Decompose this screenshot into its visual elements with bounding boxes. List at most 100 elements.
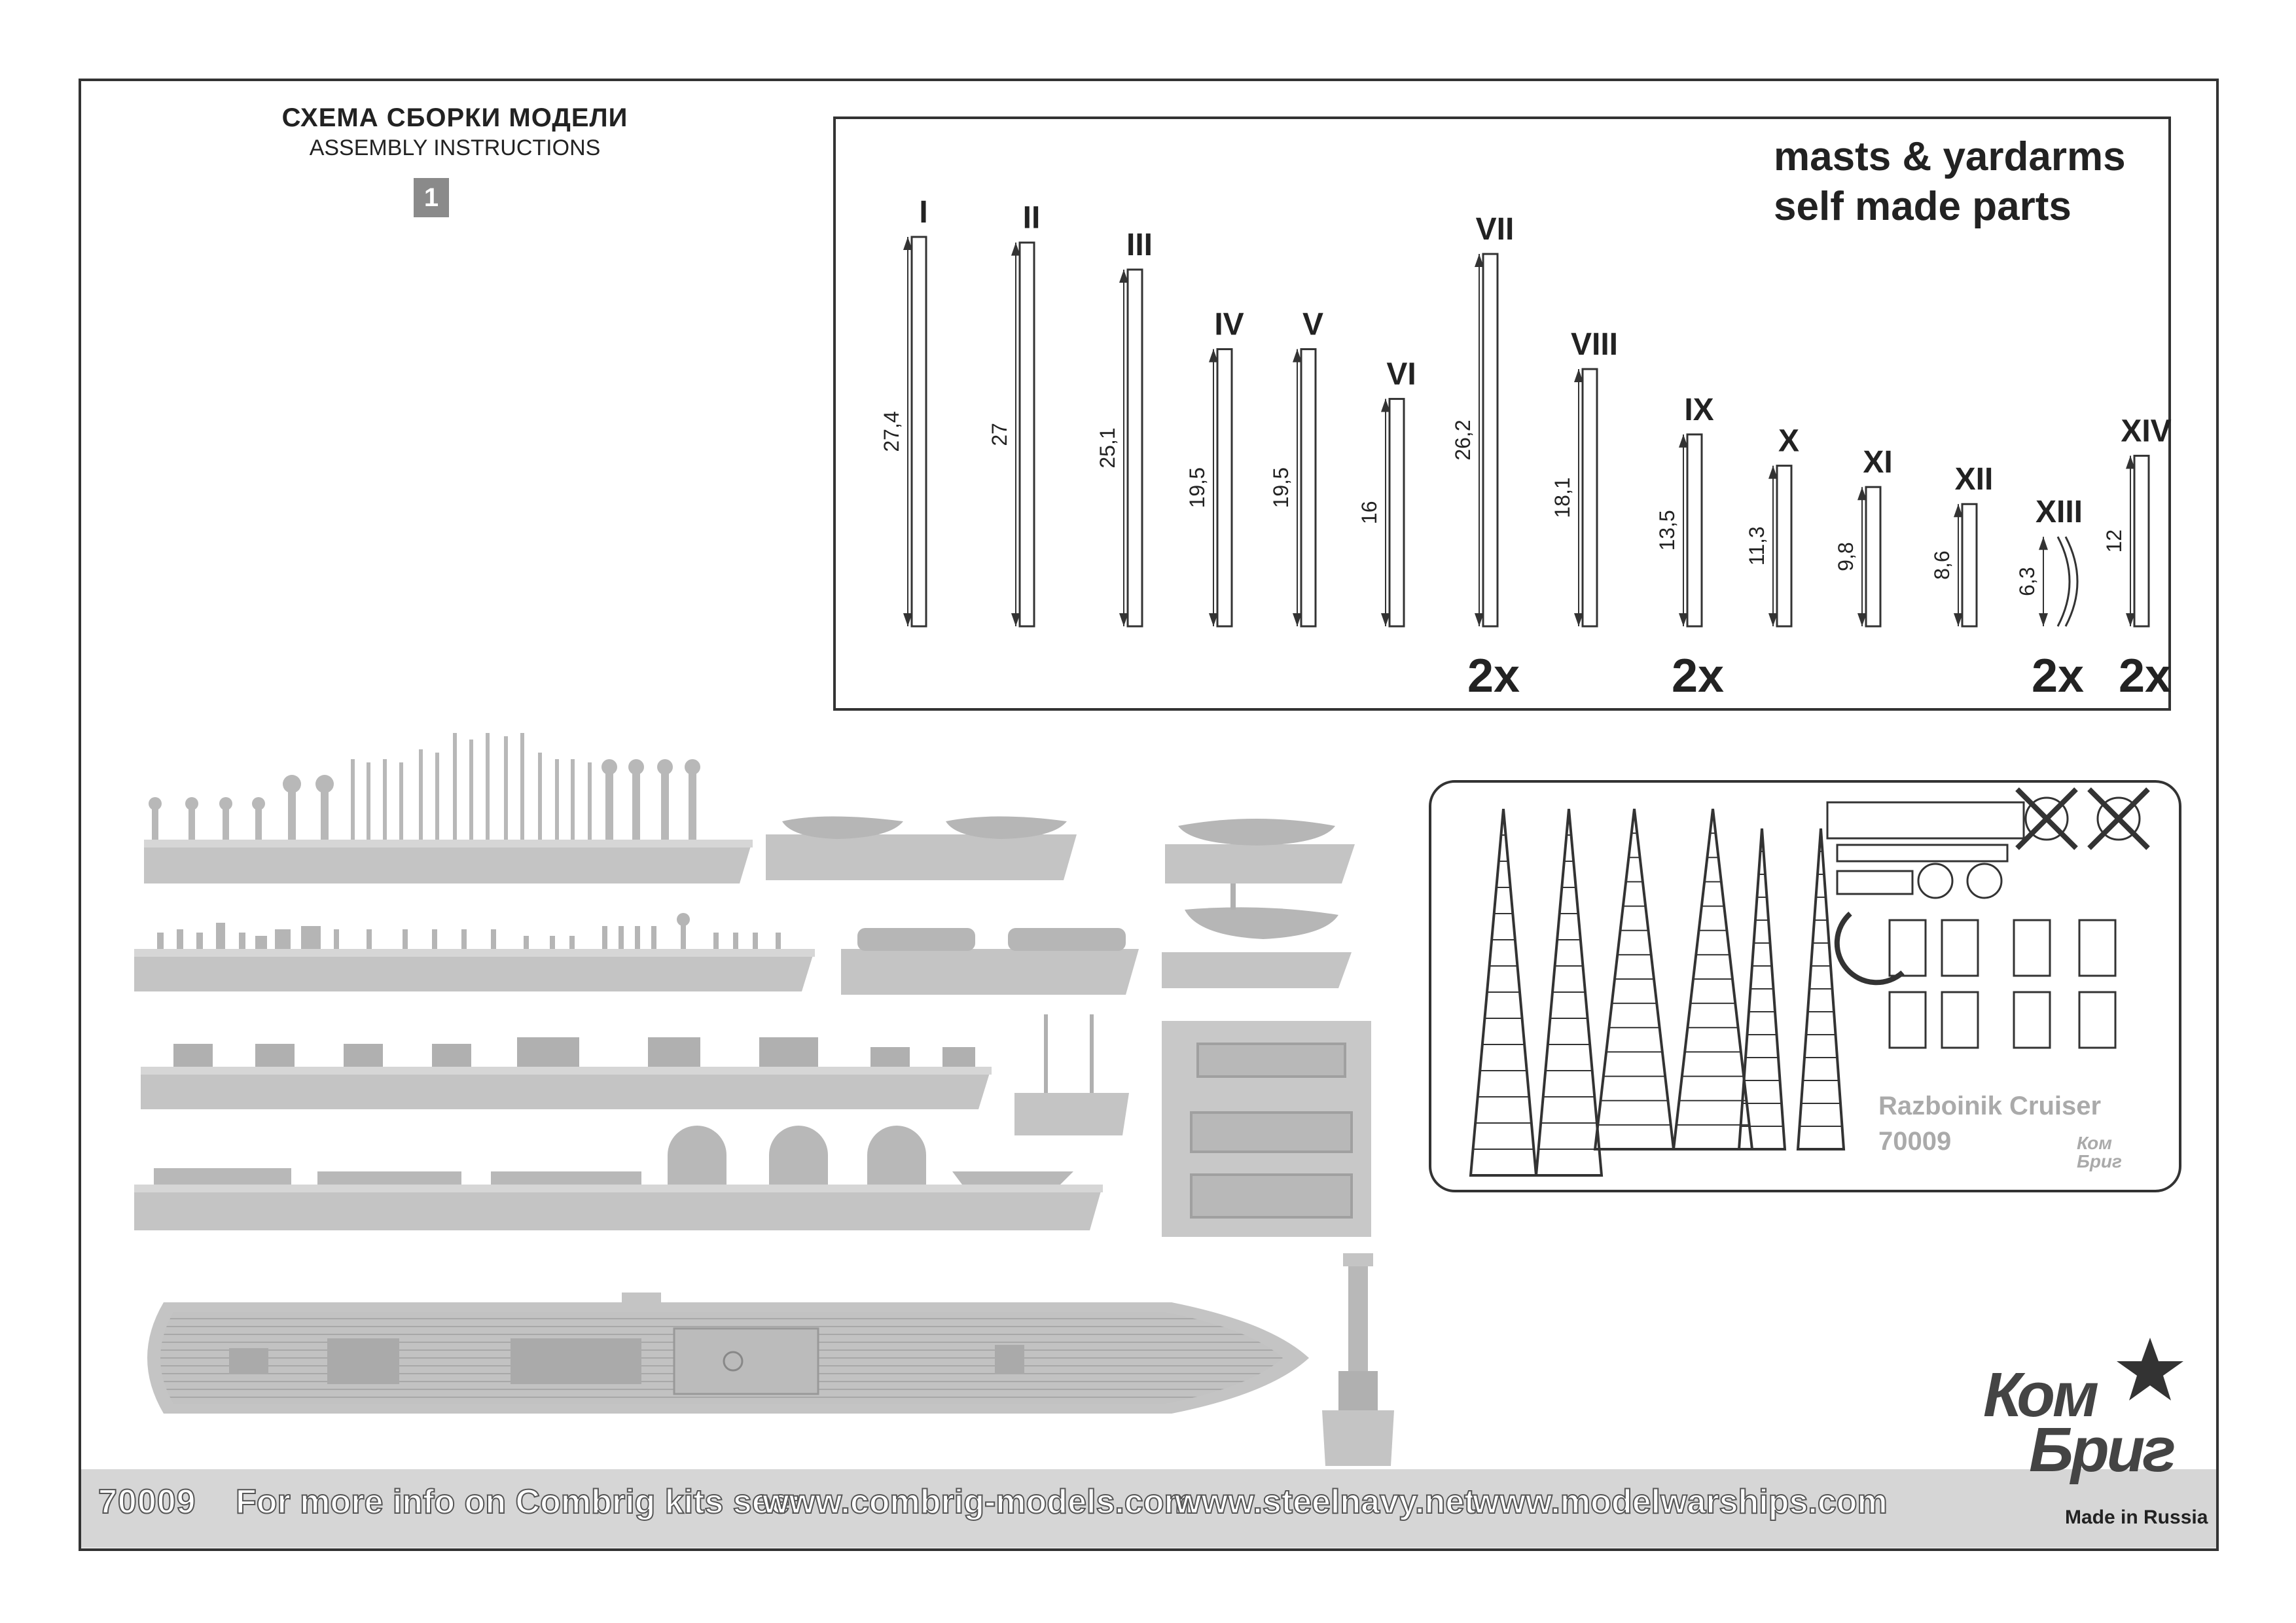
- mast-part-iii: [1126, 268, 1143, 628]
- mast-label-iii: III: [1126, 228, 1153, 262]
- star-logo-icon: [2117, 1338, 2183, 1400]
- mast-label-vii: VII: [1476, 212, 1515, 247]
- mast-length-x: 11,3: [1745, 526, 1768, 565]
- ladder-part-3: [2013, 919, 2051, 977]
- railing-strip-3: [1836, 870, 1914, 895]
- sprue-pole-pair: [1014, 1014, 1129, 1135]
- brand-line1: Ком: [1983, 1360, 2099, 1430]
- masts-title: masts & yardarms self made parts: [1774, 132, 2126, 232]
- footer-link-combrig[interactable]: www.combrig-models.com: [762, 1482, 1195, 1522]
- dimension-arrow-bottom-iii: [1119, 613, 1128, 626]
- sprue-skylights: [1162, 1021, 1371, 1237]
- ships-wheel-1: [1917, 863, 1954, 899]
- sprue-davits: [144, 733, 753, 883]
- brand-line2: Бриг: [2029, 1415, 2176, 1485]
- arc-part: [1834, 912, 1905, 986]
- header: СХЕМА СБОРКИ МОДЕЛИ ASSEMBLY INSTRUCTION…: [170, 103, 740, 161]
- mast-qty-ix: 2x: [1672, 650, 1724, 702]
- mast-part-xiv: [2133, 454, 2150, 628]
- dimension-arrow-bottom-ix: [1679, 613, 1688, 626]
- sprue-guns: [141, 1037, 992, 1109]
- dimension-arrow-bottom-xiv: [2126, 613, 2135, 626]
- footer-link-steelnavy[interactable]: www.steelnavy.net: [1174, 1482, 1476, 1522]
- photoetch-logo: Ком Бриг: [2077, 1134, 2122, 1171]
- railing-strip-1: [1826, 801, 2025, 840]
- footer-link-modelwarships[interactable]: www.modelwarships.com: [1472, 1482, 1888, 1522]
- dimension-arrow-top-iv: [1209, 349, 1218, 363]
- made-in-russia: Made in Russia: [2065, 1507, 2208, 1528]
- mast-label-xi: XI: [1863, 445, 1892, 480]
- mast-part-x: [1776, 465, 1793, 628]
- masts-title-line2: self made parts: [1774, 184, 2072, 229]
- dimension-arrow-top-vi: [1381, 399, 1390, 412]
- mast-length-xiv: 12: [2102, 529, 2126, 553]
- mast-label-ii: II: [1023, 201, 1041, 236]
- photoetch-logo-line1: Ком: [2077, 1133, 2112, 1153]
- mast-label-iv: IV: [1214, 308, 1244, 342]
- mast-qty-xiv: 2x: [2119, 650, 2171, 702]
- mast-label-vi: VI: [1386, 357, 1416, 392]
- dimension-arrow-top-xiii: [2039, 537, 2048, 550]
- dimension-arrow-top-v: [1293, 349, 1302, 363]
- cross-part-bar: [2087, 787, 2150, 850]
- mast-qty-xiii: 2x: [2032, 650, 2084, 702]
- mast-label-ix: IX: [1684, 393, 1713, 427]
- footer-kit-code: 70009: [98, 1482, 196, 1522]
- mast-length-xi: 9,8: [1834, 542, 1857, 571]
- hull-deck: [147, 1293, 1309, 1414]
- railing-strip-2: [1836, 844, 2009, 863]
- ladder-part-1: [1888, 919, 1927, 977]
- mast-part-v: [1300, 348, 1317, 628]
- page-frame: [79, 79, 2219, 1551]
- mast-length-viii: 18,1: [1551, 477, 1574, 518]
- step-badge: 1: [414, 178, 449, 217]
- photoetch-fret: [1429, 780, 2181, 1192]
- mast-length-ii: 27: [988, 423, 1011, 446]
- masts-title-line1: masts & yardarms: [1774, 134, 2126, 179]
- dimension-arrow-top-i: [903, 237, 912, 250]
- dimension-arrow-bottom-i: [903, 613, 912, 626]
- mast-part-iv: [1216, 348, 1233, 628]
- dimension-arrow-bottom-xiii: [2039, 613, 2048, 626]
- mast-part-xiii: [2056, 536, 2071, 627]
- funnel-part: [1322, 1253, 1394, 1466]
- mast-label-viii: VIII: [1571, 327, 1618, 362]
- mast-length-xii: 8,6: [1930, 550, 1954, 579]
- mast-qty-vii: 2x: [1467, 650, 1520, 702]
- brand-logo: Ком Бриг: [1983, 1364, 2176, 1485]
- footer-bar: [81, 1469, 2216, 1548]
- mast-label-xiii: XIII: [2036, 495, 2083, 529]
- mast-length-vii: 26,2: [1451, 419, 1475, 460]
- title-en: ASSEMBLY INSTRUCTIONS: [309, 135, 601, 160]
- mast-length-iii: 25,1: [1096, 427, 1119, 468]
- ships-wheel-2: [1966, 863, 2003, 899]
- dimension-arrow-top-x: [1768, 465, 1778, 479]
- dimension-arrow-top-xiv: [2126, 455, 2135, 469]
- dimension-arrow-top-ii: [1011, 242, 1020, 256]
- ladder-part-5: [1888, 991, 1927, 1049]
- dimension-arrow-top-iii: [1119, 269, 1128, 283]
- footer-info: For more info on Combrig kits see:: [235, 1482, 802, 1522]
- dimension-arrow-bottom-vi: [1381, 613, 1390, 626]
- photoetch-parts: [1469, 787, 2150, 1177]
- mast-label-xii: XII: [1955, 462, 1994, 497]
- dimension-arrow-top-xii: [1954, 504, 1963, 518]
- sprue-boats: [766, 816, 1355, 995]
- mast-part-xii: [1961, 503, 1978, 628]
- mast-part-i: [910, 236, 927, 628]
- photoetch-name: Razboinik Cruiser: [1878, 1092, 2102, 1120]
- mast-part-vi: [1388, 398, 1405, 628]
- dimension-arrow-bottom-ii: [1011, 613, 1020, 626]
- dimension-arrow-top-ix: [1679, 434, 1688, 448]
- mast-length-i: 27,4: [880, 411, 903, 452]
- title-ru: СХЕМА СБОРКИ МОДЕЛИ: [281, 103, 628, 132]
- cross-part-1: [2024, 796, 2069, 841]
- dimension-arrow-bottom-xi: [1857, 613, 1867, 626]
- mast-label-v: V: [1302, 308, 1323, 342]
- cross-part-2: [2096, 796, 2141, 841]
- dimension-arrow-bottom-v: [1293, 613, 1302, 626]
- dimension-arrow-top-vii: [1475, 254, 1484, 268]
- dimension-arrow-top-viii: [1574, 368, 1583, 382]
